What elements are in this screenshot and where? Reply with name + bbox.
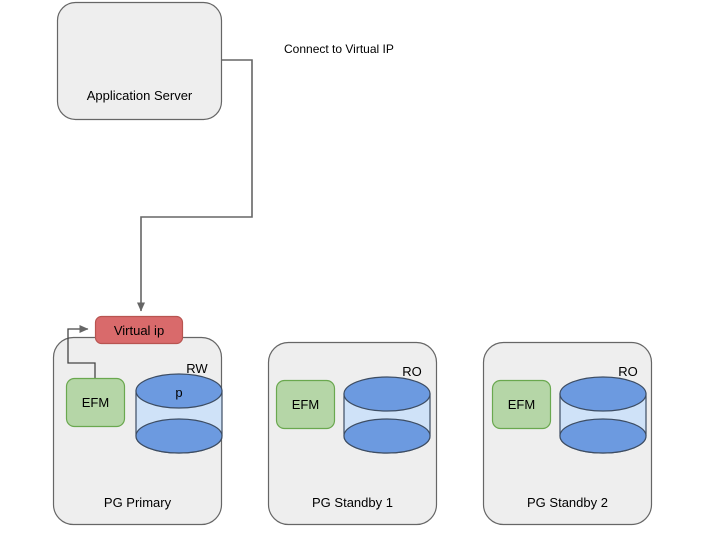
cylinder-top xyxy=(559,376,647,412)
node-efm-standby-1[interactable] xyxy=(275,379,336,430)
cylinder-bottom xyxy=(559,418,647,454)
node-efm-standby-2[interactable] xyxy=(491,379,552,430)
cylinder-bottom xyxy=(135,418,223,454)
node-application-server[interactable] xyxy=(56,1,223,121)
cylinder-top xyxy=(135,373,223,409)
database-cylinder-standby-1[interactable] xyxy=(343,376,431,454)
node-efm-primary[interactable] xyxy=(65,377,126,428)
cylinder-bottom xyxy=(343,418,431,454)
connect-to-virtual-ip-label: Connect to Virtual IP xyxy=(284,42,394,56)
node-virtual-ip[interactable] xyxy=(94,315,184,345)
edge-app-server-to-virtual-ip xyxy=(137,59,253,312)
cylinder-top xyxy=(343,376,431,412)
edge-efm-to-virtual-ip xyxy=(67,325,96,378)
database-cylinder-primary[interactable] xyxy=(135,373,223,454)
database-cylinder-standby-2[interactable] xyxy=(559,376,647,454)
